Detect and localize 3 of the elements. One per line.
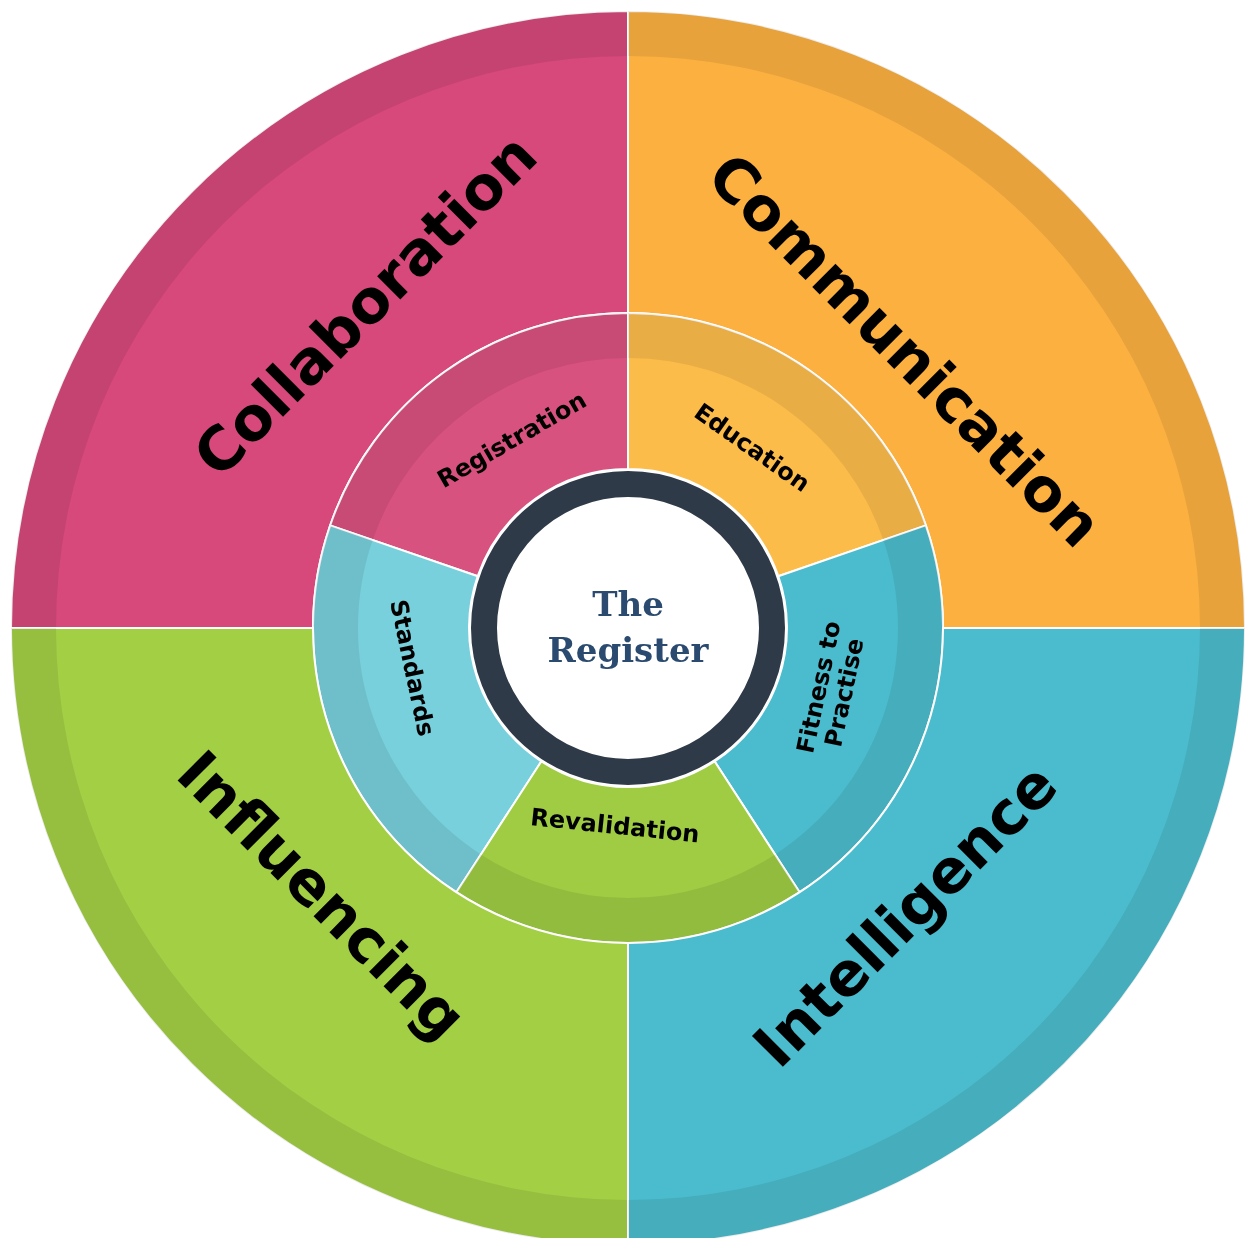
segment-label: Fitness to Practise [790,617,871,758]
center-label: The Register [546,583,710,672]
segment-label: Revalidation [529,804,701,848]
